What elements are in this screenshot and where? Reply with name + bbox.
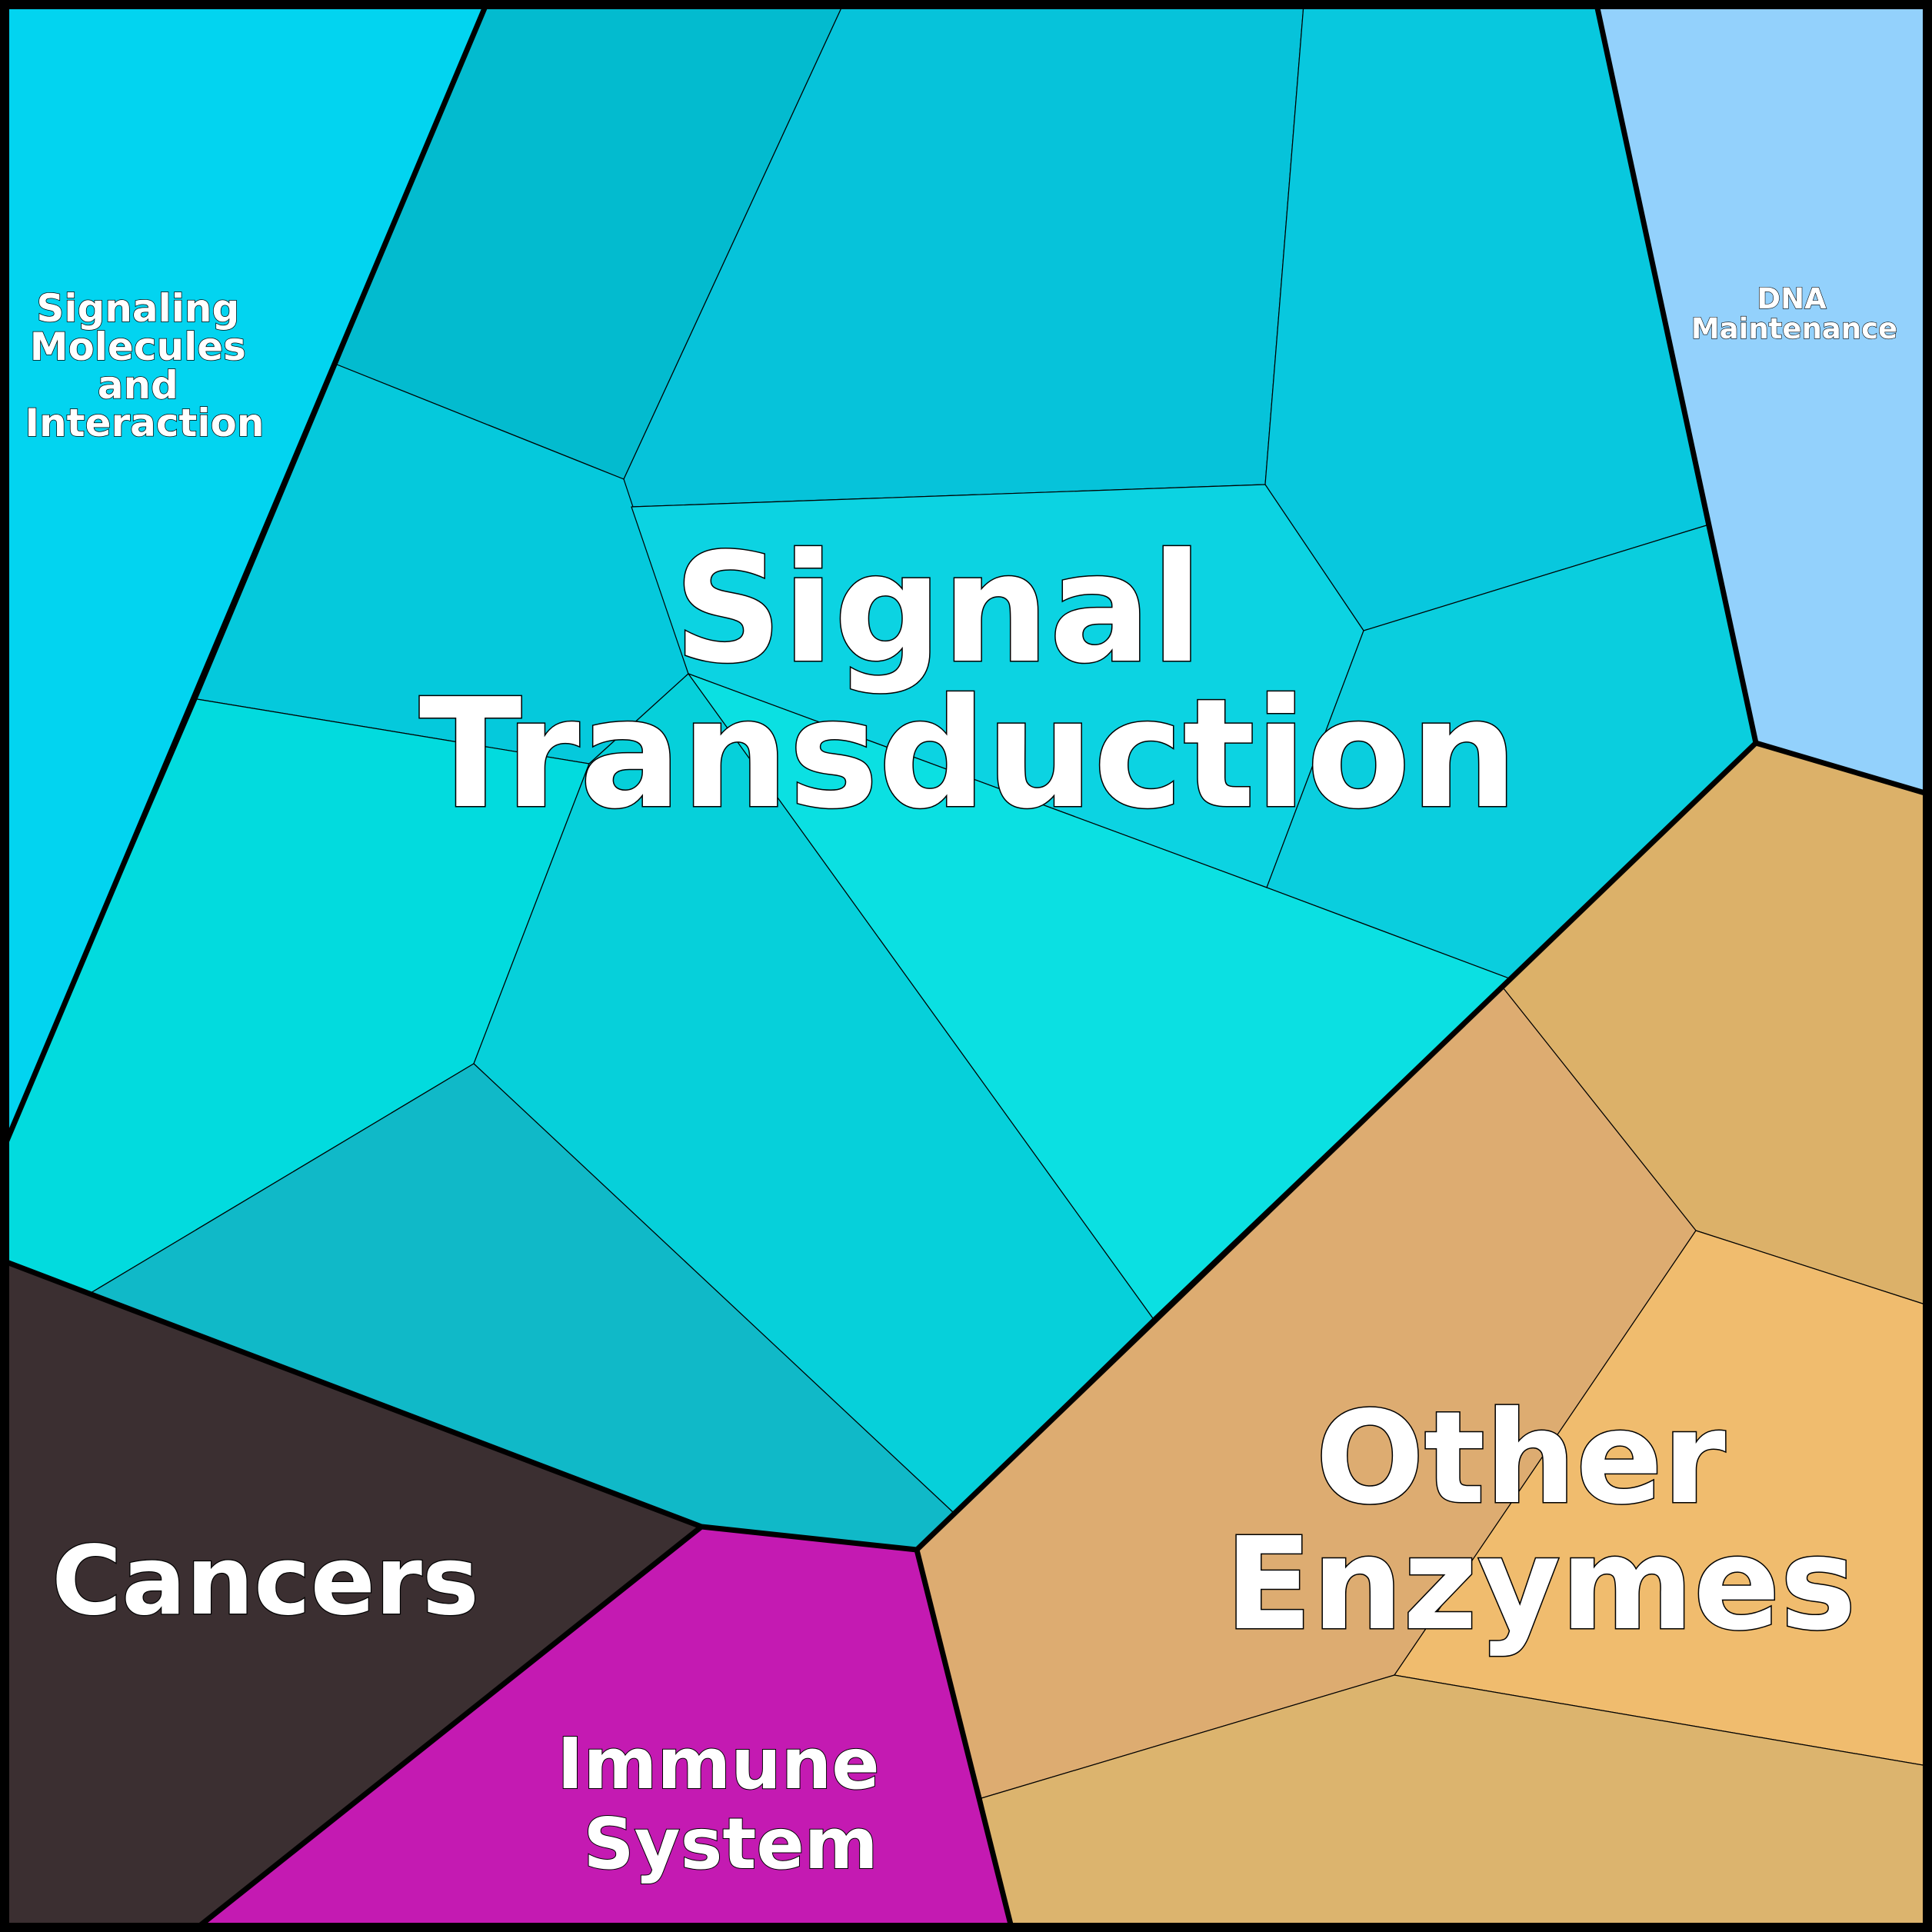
cancers-label: Cancers: [52, 1526, 479, 1637]
group-border: [195, 1524, 704, 1930]
group-border: [2, 3, 489, 1148]
other-enzymes-label: Other Enzymes: [1225, 1384, 1857, 1659]
signal-transduction-label: Signal Transduction: [419, 521, 1517, 842]
group-border: [3, 1258, 1014, 1928]
dna-maintenance-label: DNA Maintenance: [1691, 282, 1897, 345]
immune-system-label: Immune System: [557, 1723, 904, 1885]
signaling-molecules-label: Signaling Molecules and Interaction: [25, 286, 264, 445]
group-border: [914, 741, 1758, 1552]
